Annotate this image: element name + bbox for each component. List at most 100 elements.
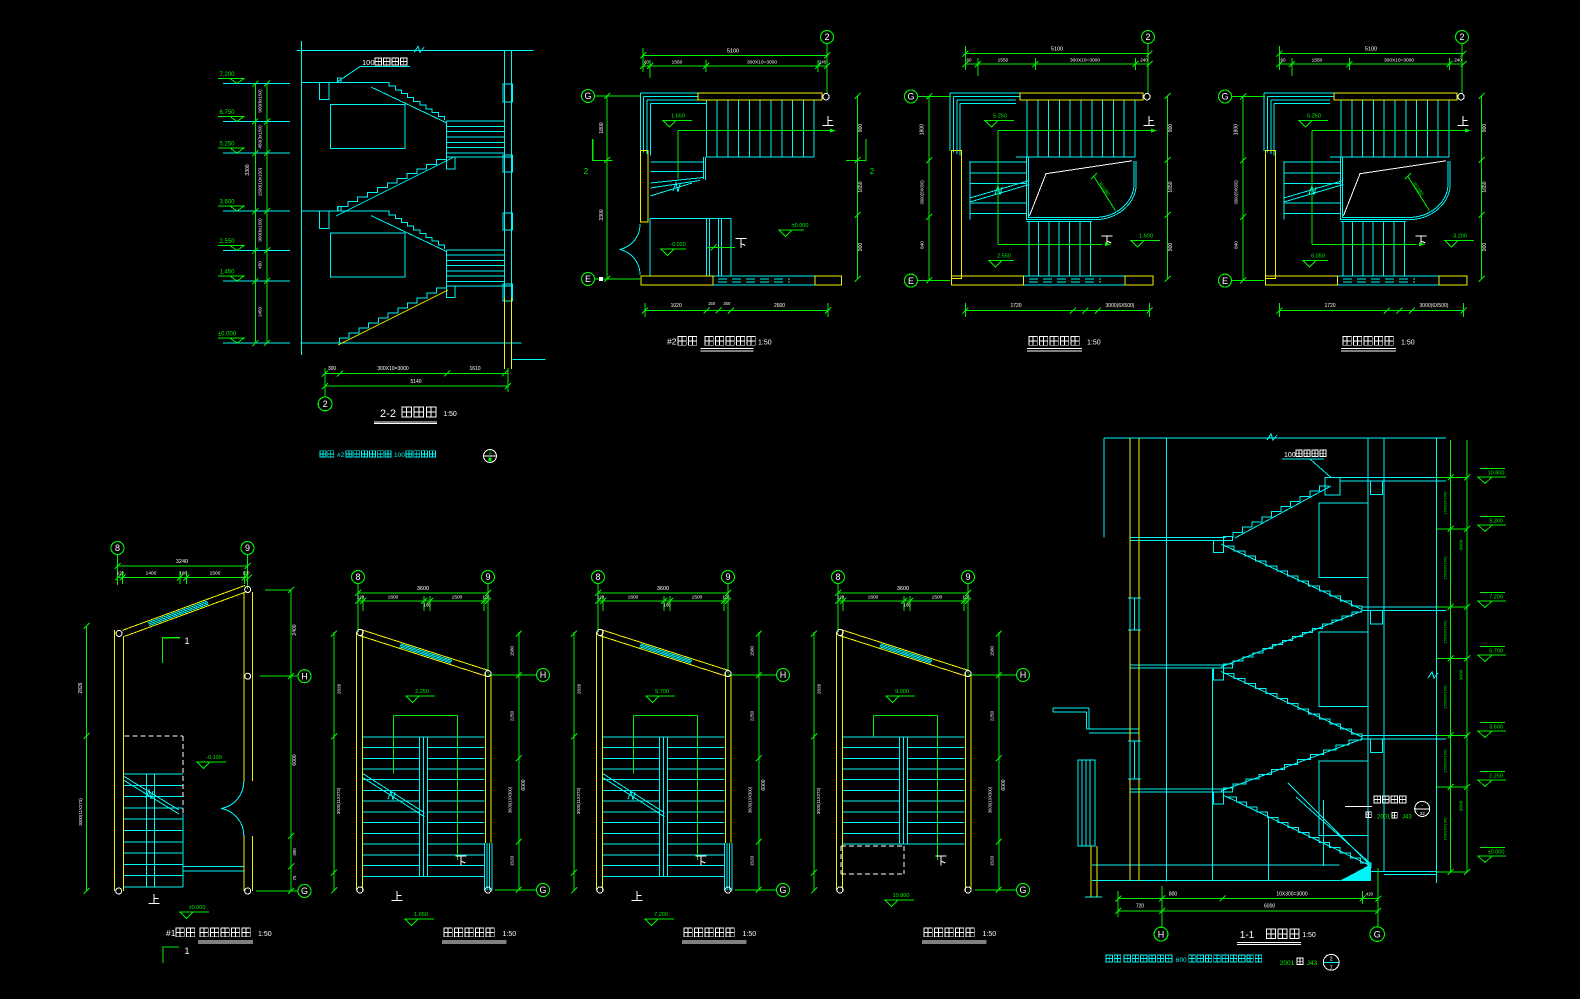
svg-text:9.000: 9.000 [895,689,909,695]
svg-text:3000(10X300): 3000(10X300) [747,786,752,813]
svg-text:2001: 2001 [1377,815,1391,821]
svg-text:8: 8 [115,543,120,553]
svg-text:32: 32 [1420,811,1426,816]
svg-text:1:50: 1:50 [758,340,772,347]
svg-text:1020: 1020 [671,303,682,309]
svg-text:9: 9 [965,572,970,582]
svg-text:1610: 1610 [469,366,480,372]
svg-text:H: H [301,671,308,681]
svg-text:1500: 1500 [932,594,943,600]
svg-text:1550: 1550 [1312,57,1323,63]
svg-text:7.200: 7.200 [219,72,235,78]
svg-text:6000: 6000 [761,779,767,790]
svg-text:300X10=3000: 300X10=3000 [1384,57,1414,63]
svg-text:3600: 3600 [417,586,429,592]
svg-text:3.200: 3.200 [1453,234,1467,240]
svg-text:2826: 2826 [337,683,342,694]
svg-text:1.650: 1.650 [414,912,428,918]
svg-text:900: 900 [1482,124,1488,133]
svg-text:120: 120 [597,594,605,599]
svg-text:3600: 3600 [1459,800,1465,811]
svg-text:1600: 1600 [388,594,399,600]
svg-text:6000: 6000 [521,779,527,790]
svg-text:3000(5X650): 3000(5X650) [920,180,925,205]
svg-text:5100: 5100 [727,48,739,54]
svg-text:2400: 2400 [292,624,298,635]
svg-text:6000: 6000 [1001,779,1007,790]
svg-text:450(3x150): 450(3x150) [258,125,263,149]
svg-text:1650: 1650 [1482,181,1488,192]
svg-text:±0.000: ±0.000 [189,905,206,911]
svg-text:5100: 5100 [1051,47,1063,53]
svg-text:-: - [1421,803,1423,809]
svg-text:1400: 1400 [146,570,157,576]
svg-text:1:50: 1:50 [983,931,997,938]
svg-text:300X10=3000: 300X10=3000 [747,59,777,65]
svg-text:120: 120 [243,570,251,575]
svg-text:2: 2 [1330,957,1333,963]
svg-text:2-2: 2-2 [380,408,396,420]
svg-text:H: H [780,670,787,680]
svg-text:3300: 3300 [599,209,605,220]
svg-text:8: 8 [595,572,600,582]
svg-text:160: 160 [180,570,188,575]
svg-text:10.800: 10.800 [893,893,910,899]
svg-text:±0.000: ±0.000 [218,332,237,338]
svg-text:160: 160 [904,603,912,608]
svg-text:100: 100 [1284,452,1296,459]
svg-text:6.750: 6.750 [219,110,235,116]
svg-text:2600: 2600 [774,303,785,309]
svg-text:1650: 1650 [858,181,864,192]
svg-text:3.600: 3.600 [1489,725,1503,731]
svg-text:1580: 1580 [510,645,515,656]
svg-text:300: 300 [328,366,337,372]
svg-text:300: 300 [292,848,297,856]
svg-text:5.250: 5.250 [219,142,235,148]
svg-text:2: 2 [1145,32,1150,42]
svg-text:1500: 1500 [210,570,221,576]
svg-text:±0.000: ±0.000 [792,223,809,229]
svg-text:5.250: 5.250 [1307,114,1321,120]
svg-text:6000: 6000 [1264,904,1275,910]
svg-text:120: 120 [963,594,971,599]
svg-text:2: 2 [323,399,328,409]
svg-text:100: 100 [362,58,375,67]
svg-text:6000: 6000 [292,754,298,765]
svg-text:450: 450 [258,261,263,269]
svg-text:E: E [1222,276,1228,286]
svg-text:2.250: 2.250 [415,689,429,695]
svg-text:150: 150 [708,301,716,306]
svg-text:5140: 5140 [410,379,421,385]
svg-text:3000(6X500): 3000(6X500) [1420,303,1449,309]
svg-text:2: 2 [824,32,829,42]
svg-text:1800: 1800 [599,122,605,133]
svg-text:5.700: 5.700 [655,689,669,695]
svg-text:2826: 2826 [817,683,822,694]
svg-text:1550: 1550 [998,57,1009,63]
svg-text:900: 900 [858,124,864,133]
svg-text:160: 160 [664,603,672,608]
svg-text:2250: 2250 [990,710,995,721]
svg-text:6.050: 6.050 [1311,253,1325,259]
svg-text:1800: 1800 [1234,124,1240,135]
svg-text:3000(11X273): 3000(11X273) [576,787,581,814]
svg-text:60: 60 [644,59,650,64]
svg-text:3.600: 3.600 [219,200,235,206]
svg-text:5.250: 5.250 [993,114,1007,120]
svg-text:3000(11X273): 3000(11X273) [78,798,83,826]
svg-text:2826: 2826 [78,682,84,693]
svg-text:1:50: 1:50 [743,931,757,938]
svg-text:100: 100 [394,452,405,459]
svg-text:75: 75 [292,875,297,881]
svg-text:G: G [907,92,914,102]
svg-text:1520: 1520 [510,855,515,866]
svg-text:5100: 5100 [1365,47,1377,53]
svg-text:1500(10x150): 1500(10x150) [258,167,263,196]
svg-text:300X10=3000: 300X10=3000 [1070,57,1100,63]
svg-text:5.700: 5.700 [1489,649,1503,655]
svg-text:G: G [584,91,591,101]
svg-text:1500(9X166): 1500(9X166) [1443,817,1448,841]
svg-text:2001: 2001 [1280,960,1295,967]
svg-text:840: 840 [920,241,925,249]
svg-text:160: 160 [424,603,432,608]
